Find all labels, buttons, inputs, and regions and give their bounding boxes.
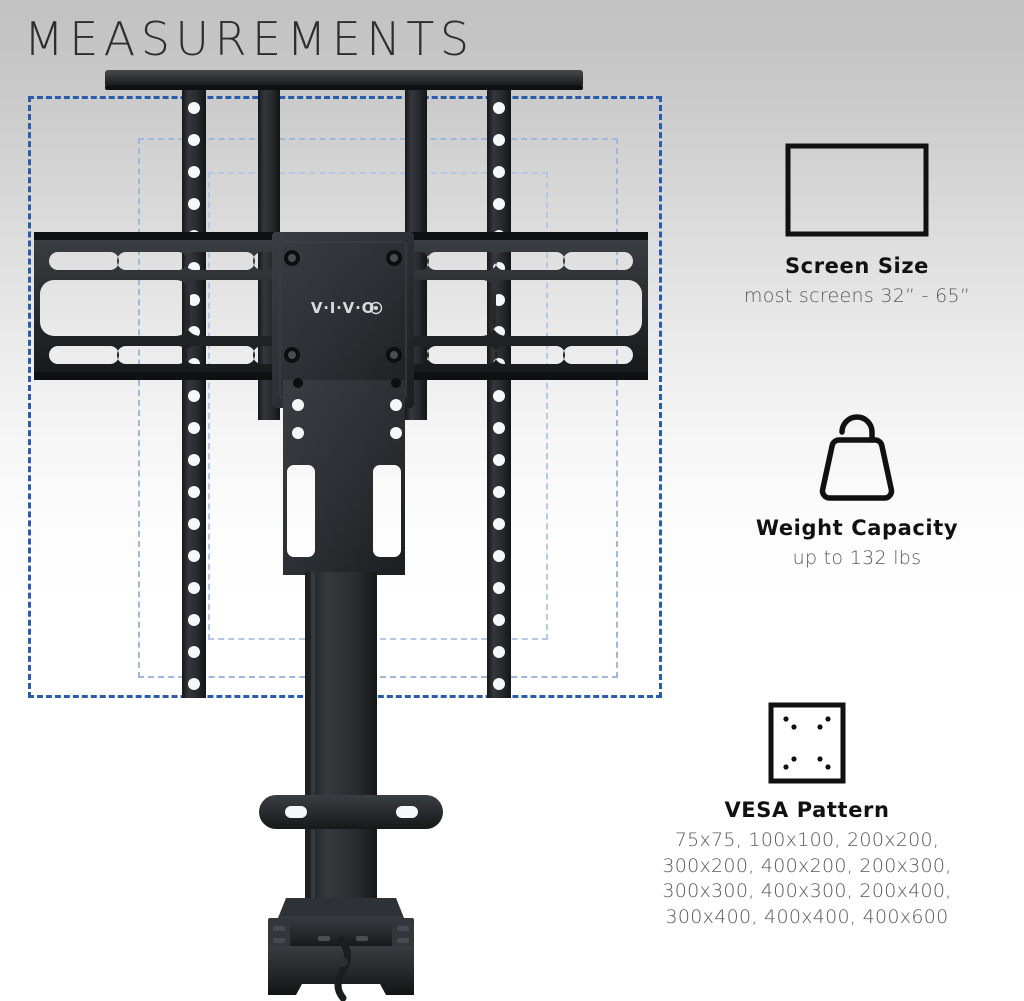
lift-column [305, 572, 377, 902]
vesa-line: 300x300, 400x300, 200x400, [662, 880, 952, 903]
vesa-line: 300x400, 400x400, 400x600 [665, 905, 949, 928]
screen-rectangle-icon [690, 140, 1024, 240]
plate-bolts [284, 250, 402, 363]
weight-capacity-subtitle: up to 132 lbs [792, 547, 922, 569]
base-assembly [268, 898, 414, 1001]
lift-carriage-plate [283, 378, 405, 575]
page-title: MEASUREMENTS [24, 12, 475, 66]
feature-screen-size: Screen Size most screens 32” - 65” [690, 140, 1024, 310]
vesa-line: 75x75, 100x100, 200x200, [674, 829, 940, 851]
rail-post-right [487, 90, 511, 698]
rail-post-left [182, 90, 206, 698]
mounting-flange [259, 795, 443, 829]
vesa-pattern-title: VESA Pattern [724, 798, 890, 822]
feature-weight-capacity: Weight Capacity up to 132 lbs [690, 412, 1024, 572]
vesa-line: 300x200, 400x200, 200x300, [662, 854, 952, 877]
vesa-pattern-list: 75x75, 100x100, 200x200, 300x200, 400x20… [590, 828, 1024, 931]
screen-size-subtitle: most screens 32” - 65” [743, 285, 971, 307]
screen-guide-medium [138, 138, 618, 678]
screen-size-title: Screen Size [784, 254, 930, 278]
weight-capacity-title: Weight Capacity [755, 516, 959, 540]
product-illustration: V·I·V·O [34, 70, 648, 1001]
weight-icon [690, 412, 1024, 504]
feature-vesa-pattern: VESA Pattern 75x75, 100x100, 200x200, 30… [590, 700, 1024, 931]
screen-guide-small [208, 172, 548, 640]
top-shelf [105, 70, 583, 90]
brand-logo-text: V·I·V·O [311, 299, 375, 317]
vesa-pattern-icon [590, 700, 1024, 786]
crank-handle [334, 936, 351, 1001]
vesa-mounting-plate: V·I·V·O [272, 232, 414, 408]
